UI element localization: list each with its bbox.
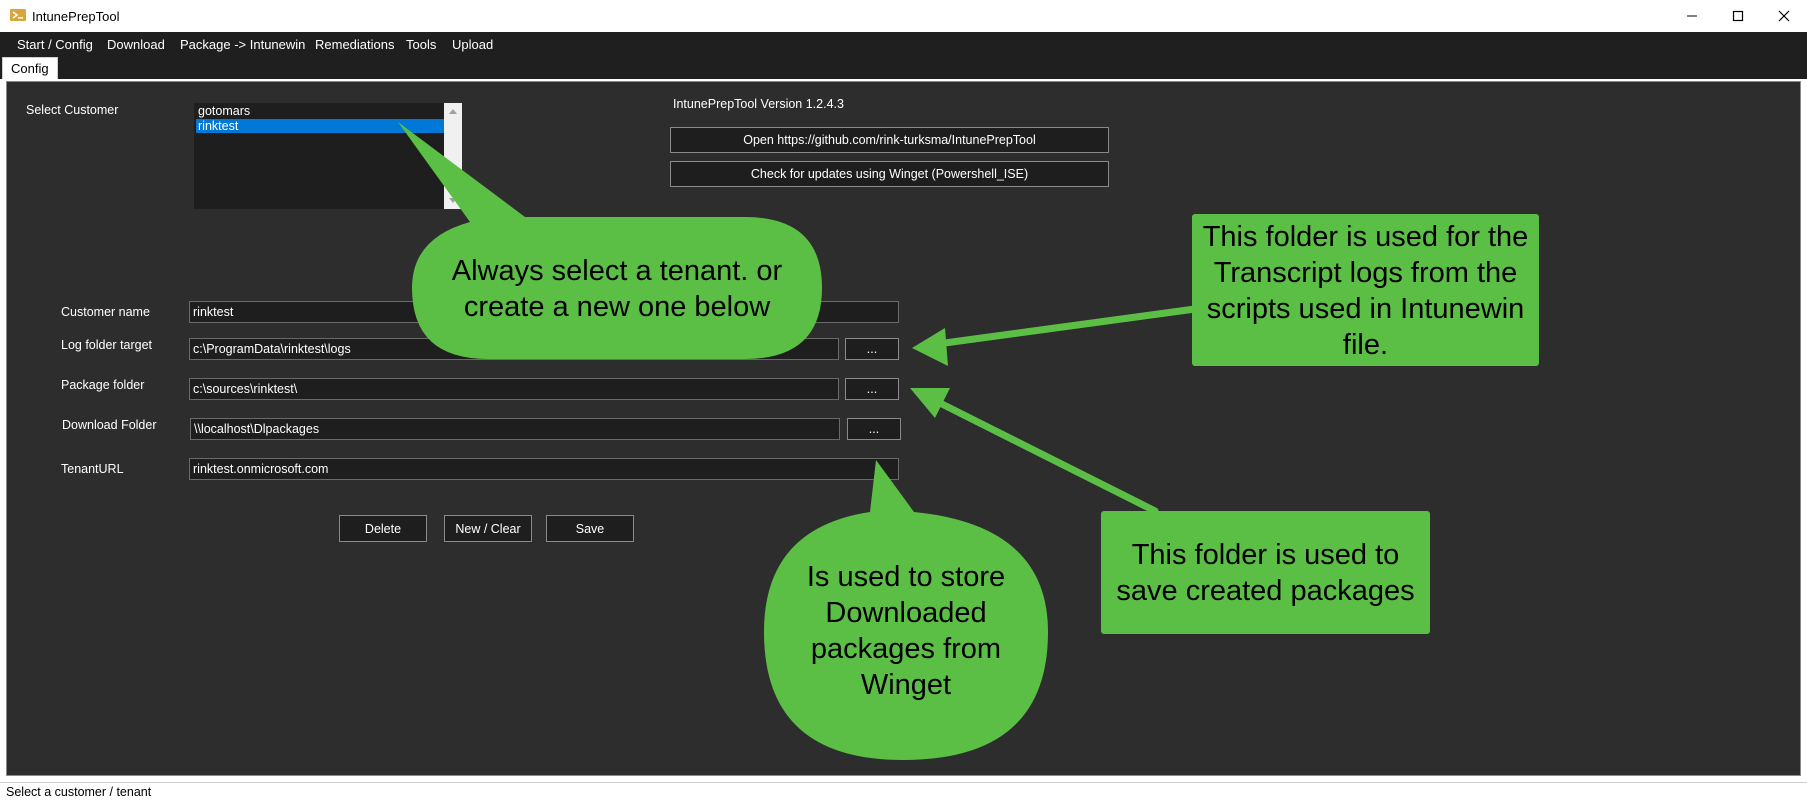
open-github-button[interactable]: Open https://github.com/rink-turksma/Int… (670, 127, 1109, 153)
download-callout-shape (764, 460, 1048, 760)
transcript-callout-shape (1192, 214, 1539, 366)
tenant-url-field[interactable]: rinktest.onmicrosoft.com (189, 458, 899, 480)
window-title: IntunePrepTool (32, 9, 120, 24)
title-bar: IntunePrepTool (0, 0, 1807, 32)
minimize-icon[interactable] (1669, 0, 1715, 32)
menu-remediations[interactable]: Remediations (315, 37, 395, 52)
packages-callout-shape (1101, 511, 1430, 634)
package-folder-field[interactable]: c:\sources\rinktest\ (189, 378, 839, 400)
menu-start-config[interactable]: Start / Config (17, 37, 93, 52)
delete-button[interactable]: Delete (339, 515, 427, 542)
menu-bar: Start / Config Download Package -> Intun… (0, 32, 1807, 57)
packages-callout-text: This folder is used to save created pack… (1116, 538, 1415, 607)
transcript-callout-text: This folder is used for the Transcript l… (1202, 221, 1529, 361)
package-folder-browse-button[interactable]: ... (845, 378, 899, 400)
app-icon (10, 9, 26, 21)
status-bar: Select a customer / tenant (0, 782, 1807, 801)
packages-arrow-line (926, 394, 1159, 515)
customer-listbox[interactable]: gotomars rinktest (194, 103, 462, 209)
tab-strip (0, 57, 1807, 79)
menu-upload[interactable]: Upload (452, 37, 494, 52)
transcript-arrow-line (926, 305, 1199, 349)
close-icon[interactable] (1761, 0, 1807, 32)
download-folder-browse-button[interactable]: ... (847, 418, 901, 440)
list-item-selected[interactable]: rinktest (196, 119, 445, 133)
save-button[interactable]: Save (546, 515, 634, 542)
download-callout-text: Is used to store Downloaded packages fro… (806, 561, 1006, 701)
tenant-callout-shape (398, 122, 822, 359)
transcript-arrow-head (912, 328, 948, 366)
package-folder-label: Package folder (61, 378, 145, 392)
new-clear-button[interactable]: New / Clear (444, 515, 532, 542)
menu-download[interactable]: Download (107, 37, 165, 52)
tenant-callout-text: Always select a tenant. or create a new … (451, 255, 783, 323)
menu-package-intunewin[interactable]: Package -> Intunewin (180, 37, 306, 52)
download-folder-field[interactable]: \\localhost\Dlpackages (190, 418, 840, 440)
tab-config[interactable]: Config (2, 57, 58, 79)
maximize-icon[interactable] (1715, 0, 1761, 32)
scroll-up-arrow-icon[interactable] (448, 108, 458, 115)
download-folder-label: Download Folder (62, 418, 157, 432)
log-folder-label: Log folder target (61, 338, 153, 352)
customer-name-label: Customer name (61, 305, 150, 319)
select-customer-label: Select Customer (26, 103, 119, 117)
list-item[interactable]: gotomars (198, 104, 251, 118)
version-text: IntunePrepTool Version 1.2.4.3 (673, 97, 844, 111)
log-folder-browse-button[interactable]: ... (845, 338, 899, 360)
check-updates-button[interactable]: Check for updates using Winget (Powershe… (670, 161, 1109, 187)
menu-tools[interactable]: Tools (406, 37, 437, 52)
packages-arrow-head (910, 388, 950, 418)
tenant-url-label: TenantURL (61, 462, 124, 476)
